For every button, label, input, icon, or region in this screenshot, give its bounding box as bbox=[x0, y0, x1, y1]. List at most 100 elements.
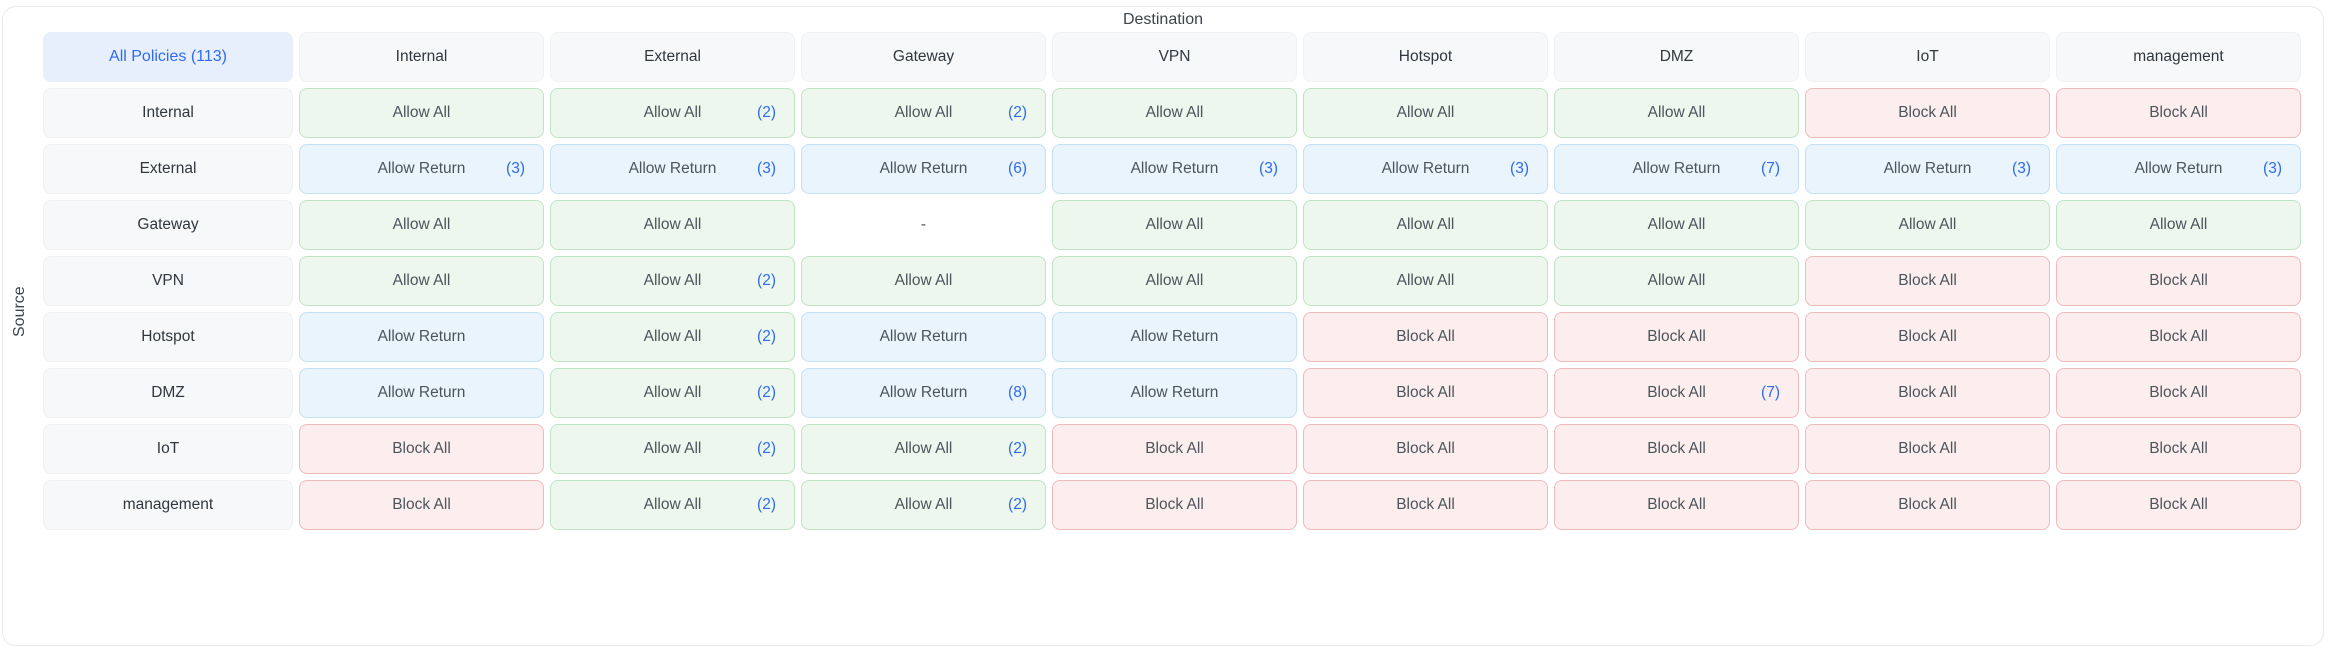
cell-policy-label: Block All bbox=[1898, 440, 1957, 457]
cell-gateway-vpn[interactable]: Allow All bbox=[1052, 200, 1297, 250]
cell-dmz-management[interactable]: Block All bbox=[2056, 368, 2301, 418]
cell-iot-gateway[interactable]: Allow All (2) bbox=[801, 424, 1046, 474]
cell-external-iot[interactable]: Allow Return(3) bbox=[1805, 144, 2050, 194]
cell-hotspot-management[interactable]: Block All bbox=[2056, 312, 2301, 362]
cell-hotspot-external[interactable]: Allow All(2) bbox=[550, 312, 795, 362]
column-header-external: External bbox=[550, 32, 795, 82]
cell-vpn-internal[interactable]: Allow All bbox=[299, 256, 544, 306]
cell-policy-count: (2) bbox=[757, 496, 776, 513]
cell-internal-iot[interactable]: Block All bbox=[1805, 88, 2050, 138]
all-policies-button[interactable]: All Policies (113) bbox=[43, 32, 293, 82]
cell-external-management[interactable]: Allow Return (3) bbox=[2056, 144, 2301, 194]
cell-management-management[interactable]: Block All bbox=[2056, 480, 2301, 530]
cell-vpn-gateway[interactable]: Allow All bbox=[801, 256, 1046, 306]
cell-vpn-hotspot[interactable]: Allow All bbox=[1303, 256, 1548, 306]
cell-policy-label: Block All bbox=[1396, 328, 1455, 345]
cell-iot-vpn[interactable]: Block All bbox=[1052, 424, 1297, 474]
cell-policy-label: Allow Return bbox=[1130, 328, 1219, 345]
cell-vpn-vpn[interactable]: Allow All bbox=[1052, 256, 1297, 306]
cell-policy-count: (3) bbox=[2263, 160, 2282, 177]
cell-dmz-internal[interactable]: Allow Return bbox=[299, 368, 544, 418]
cell-policy-label: Allow Return bbox=[879, 160, 968, 177]
cell-hotspot-internal[interactable]: Allow Return bbox=[299, 312, 544, 362]
cell-external-dmz[interactable]: Allow Return(7) bbox=[1554, 144, 1799, 194]
cell-external-hotspot[interactable]: Allow Return(3) bbox=[1303, 144, 1548, 194]
source-axis-label: Source bbox=[11, 286, 28, 338]
cell-policy-label: Block All bbox=[392, 440, 451, 457]
cell-management-iot[interactable]: Block All bbox=[1805, 480, 2050, 530]
cell-internal-hotspot[interactable]: Allow All bbox=[1303, 88, 1548, 138]
cell-policy-label: Allow All bbox=[894, 440, 953, 457]
cell-gateway-external[interactable]: Allow All bbox=[550, 200, 795, 250]
cell-policy-label: Block All bbox=[2149, 384, 2208, 401]
cell-iot-external[interactable]: Allow All(2) bbox=[550, 424, 795, 474]
cell-iot-iot[interactable]: Block All bbox=[1805, 424, 2050, 474]
cell-hotspot-iot[interactable]: Block All bbox=[1805, 312, 2050, 362]
cell-external-internal[interactable]: Allow Return(3) bbox=[299, 144, 544, 194]
cell-policy-label: Allow All bbox=[643, 216, 702, 233]
cell-policy-count: (6) bbox=[1008, 160, 1027, 177]
cell-gateway-management[interactable]: Allow All bbox=[2056, 200, 2301, 250]
cell-external-gateway[interactable]: Allow Return (6) bbox=[801, 144, 1046, 194]
cell-vpn-management[interactable]: Block All bbox=[2056, 256, 2301, 306]
cell-gateway-iot[interactable]: Allow All bbox=[1805, 200, 2050, 250]
cell-management-gateway[interactable]: Allow All(2) bbox=[801, 480, 1046, 530]
cell-dmz-vpn[interactable]: Allow Return bbox=[1052, 368, 1297, 418]
cell-internal-internal[interactable]: Allow All bbox=[299, 88, 544, 138]
cell-vpn-external[interactable]: Allow All(2) bbox=[550, 256, 795, 306]
cell-internal-gateway[interactable]: Allow All(2) bbox=[801, 88, 1046, 138]
cell-vpn-dmz[interactable]: Allow All bbox=[1554, 256, 1799, 306]
cell-management-internal[interactable]: Block All bbox=[299, 480, 544, 530]
cell-internal-dmz[interactable]: Allow All bbox=[1554, 88, 1799, 138]
cell-policy-label: Allow All bbox=[1647, 272, 1706, 289]
cell-policy-label: Allow All bbox=[392, 104, 451, 121]
row-header-vpn: VPN bbox=[43, 256, 293, 306]
cell-iot-hotspot[interactable]: Block All bbox=[1303, 424, 1548, 474]
cell-policy-label: Allow All bbox=[1898, 216, 1957, 233]
cell-policy-label: Allow Return bbox=[1130, 384, 1219, 401]
cell-policy-count: (2) bbox=[1008, 440, 1027, 457]
cell-dmz-hotspot[interactable]: Block All bbox=[1303, 368, 1548, 418]
cell-policy-label: Allow Return bbox=[2134, 160, 2223, 177]
row-header-external: External bbox=[43, 144, 293, 194]
cell-iot-dmz[interactable]: Block All bbox=[1554, 424, 1799, 474]
cell-internal-external[interactable]: Allow All(2) bbox=[550, 88, 795, 138]
policy-matrix-card: Destination Source All Policies (113) In… bbox=[2, 6, 2324, 646]
cell-internal-vpn[interactable]: Allow All bbox=[1052, 88, 1297, 138]
cell-management-external[interactable]: Allow All(2) bbox=[550, 480, 795, 530]
cell-policy-label: Allow All bbox=[1396, 104, 1455, 121]
cell-vpn-iot[interactable]: Block All bbox=[1805, 256, 2050, 306]
cell-dmz-dmz[interactable]: Block All(7) bbox=[1554, 368, 1799, 418]
cell-dmz-iot[interactable]: Block All bbox=[1805, 368, 2050, 418]
cell-policy-label: Block All bbox=[1647, 328, 1706, 345]
cell-internal-management[interactable]: Block All bbox=[2056, 88, 2301, 138]
cell-hotspot-vpn[interactable]: Allow Return bbox=[1052, 312, 1297, 362]
cell-policy-label: Block All bbox=[1647, 384, 1706, 401]
cell-external-external[interactable]: Allow Return(3) bbox=[550, 144, 795, 194]
cell-hotspot-gateway[interactable]: Allow Return bbox=[801, 312, 1046, 362]
destination-axis-label: Destination bbox=[1122, 11, 1204, 28]
cell-policy-label: Allow All bbox=[894, 104, 953, 121]
cell-policy-label: Allow All bbox=[1396, 272, 1455, 289]
cell-management-vpn[interactable]: Block All bbox=[1052, 480, 1297, 530]
cell-policy-label: Allow Return bbox=[377, 328, 466, 345]
cell-iot-internal[interactable]: Block All bbox=[299, 424, 544, 474]
row-header-iot: IoT bbox=[43, 424, 293, 474]
cell-policy-label: Allow Return bbox=[1632, 160, 1721, 177]
cell-gateway-dmz[interactable]: Allow All bbox=[1554, 200, 1799, 250]
cell-dmz-gateway[interactable]: Allow Return(8) bbox=[801, 368, 1046, 418]
cell-gateway-gateway: - bbox=[801, 200, 1046, 250]
cell-policy-count: (3) bbox=[1259, 160, 1278, 177]
cell-external-vpn[interactable]: Allow Return(3) bbox=[1052, 144, 1297, 194]
cell-hotspot-hotspot[interactable]: Block All bbox=[1303, 312, 1548, 362]
cell-iot-management[interactable]: Block All bbox=[2056, 424, 2301, 474]
cell-management-dmz[interactable]: Block All bbox=[1554, 480, 1799, 530]
cell-policy-label: Allow All bbox=[1396, 216, 1455, 233]
cell-gateway-internal[interactable]: Allow All bbox=[299, 200, 544, 250]
cell-management-hotspot[interactable]: Block All bbox=[1303, 480, 1548, 530]
cell-policy-label: Block All bbox=[392, 496, 451, 513]
cell-gateway-hotspot[interactable]: Allow All bbox=[1303, 200, 1548, 250]
cell-dmz-external[interactable]: Allow All(2) bbox=[550, 368, 795, 418]
cell-hotspot-dmz[interactable]: Block All bbox=[1554, 312, 1799, 362]
